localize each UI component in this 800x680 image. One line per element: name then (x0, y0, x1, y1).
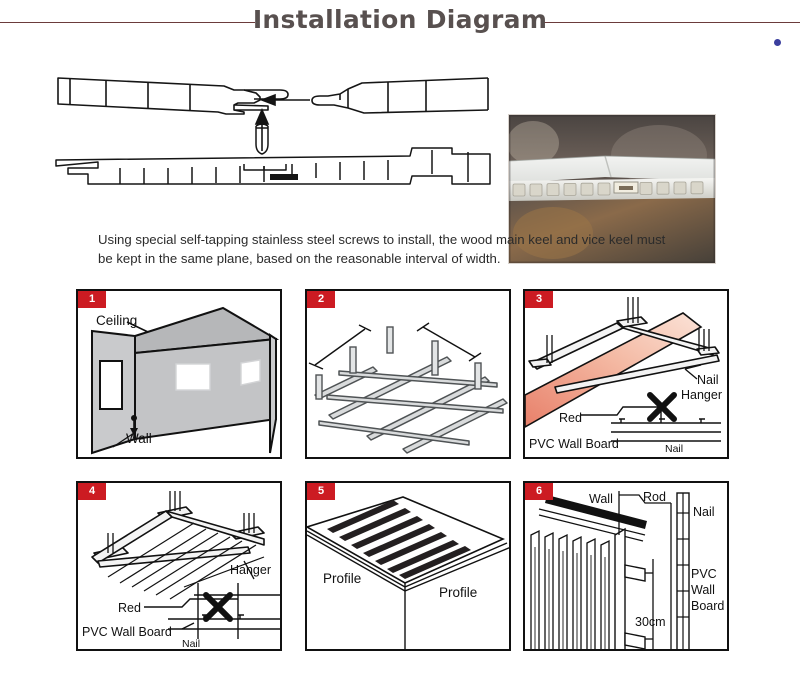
header-rule-right (542, 22, 800, 23)
profile-slats-art (307, 483, 509, 649)
panel-3-label-nail-detail: Nail (665, 443, 684, 455)
product-photo (508, 114, 716, 264)
panel-3-label-hanger: Hanger (681, 388, 722, 402)
accent-dot-icon (774, 39, 781, 46)
panel-6-label-wall-word: Wall (691, 583, 715, 597)
panel-3-label-pvc-wall-board: PVC Wall Board (529, 437, 619, 451)
panel-number-badge: 5 (307, 483, 335, 500)
top-section (0, 52, 800, 264)
panel-3-label-red: Red (559, 411, 582, 425)
page-header: Installation Diagram (0, 0, 800, 46)
wall-rod-art (525, 483, 727, 649)
panel-6-label-board: Board (691, 599, 725, 613)
panel-2-ceiling-grid[interactable]: 2 (305, 289, 511, 459)
panel-4-label-hanger: Hanger (230, 563, 271, 577)
room-perspective-art (78, 291, 280, 457)
panel-1-label-ceiling: Ceiling (96, 313, 138, 328)
panel-6-label-30cm: 30cm (635, 615, 666, 629)
ceiling-grid-art (307, 291, 509, 457)
header-rule-left (0, 22, 255, 23)
page-title: Installation Diagram (252, 5, 548, 34)
panel-4-keel-hanger[interactable]: 4 (76, 481, 282, 651)
panel-4-label-nail: Nail (182, 638, 201, 650)
panel-6-label-pvc: PVC (691, 567, 717, 581)
panel-grid: 1 (76, 289, 729, 657)
panel-1-label-wall: Wall (126, 431, 152, 446)
panel-6-label-wall: Wall (589, 492, 613, 506)
panel-number-badge: 4 (78, 483, 106, 500)
panel-6-wall-rod-spacing[interactable]: 6 (523, 481, 729, 651)
board-install-art (525, 291, 727, 457)
panel-1-room-ceiling-wall[interactable]: 1 (76, 289, 282, 459)
panel-3-nail-hanger[interactable]: 3 (523, 289, 729, 459)
panel-4-label-pvc-wall-board: PVC Wall Board (82, 625, 172, 639)
panel-joint-linedrawing (48, 56, 498, 214)
panel-number-badge: 1 (78, 291, 106, 308)
panel-number-badge: 3 (525, 291, 553, 308)
panel-3-label-nail: Nail (697, 373, 719, 387)
panel-4-label-red: Red (118, 601, 141, 615)
panel-5-label-profile-left: Profile (323, 571, 362, 586)
installation-caption: Using special self-tapping stainless ste… (98, 232, 666, 266)
panel-number-badge: 2 (307, 291, 335, 308)
panel-number-badge: 6 (525, 483, 553, 500)
panel-5-label-profile-right: Profile (439, 585, 478, 600)
keel-hanger-art (78, 483, 280, 649)
panel-6-label-nail: Nail (693, 505, 715, 519)
panel-6-label-rod: Rod (643, 490, 666, 504)
panel-5-profile-slats[interactable]: 5 (305, 481, 511, 651)
